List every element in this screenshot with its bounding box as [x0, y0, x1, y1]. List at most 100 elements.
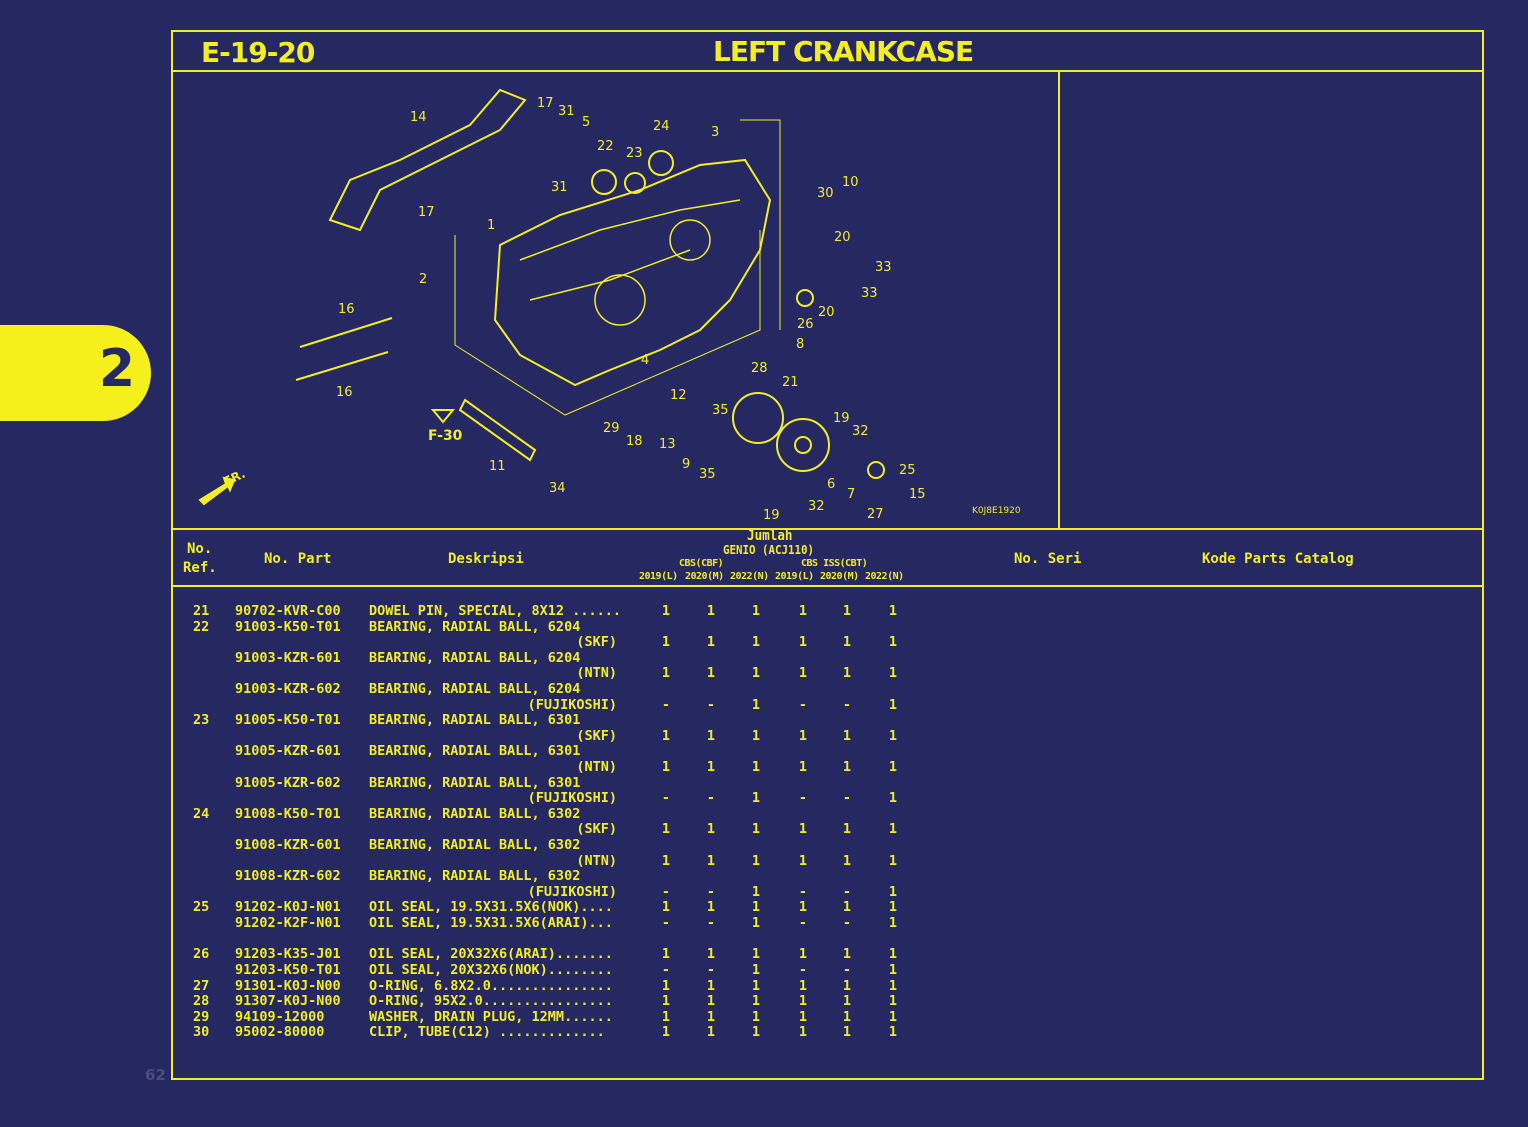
year-header: 2020(M) [685, 571, 724, 582]
part-number: 91203-K50-T01 [235, 962, 341, 979]
quantity: 1 [798, 899, 808, 916]
quantity-header: Jumlah [747, 528, 793, 544]
description: BEARING, RADIAL BALL, 6204 [369, 649, 581, 666]
page-number: 62 [145, 1066, 166, 1084]
quantity: 1 [798, 603, 808, 619]
quantity: 1 [751, 758, 761, 775]
quantity: - [798, 696, 808, 713]
quantity: 1 [751, 1008, 761, 1025]
divider [173, 528, 1482, 530]
quantity: - [661, 696, 671, 713]
quantity: 1 [888, 696, 898, 713]
quantity: 1 [798, 946, 808, 963]
catalog-header: Kode Parts Catalog [1202, 551, 1354, 567]
quantity: 1 [751, 883, 761, 900]
quantity: 1 [842, 634, 852, 651]
quantity: 1 [842, 946, 852, 963]
quantity: 1 [661, 946, 671, 963]
quantity: 1 [661, 821, 671, 838]
quantity: 1 [842, 993, 852, 1010]
part-number: 91307-K0J-N00 [235, 993, 341, 1010]
quantity: 1 [706, 852, 716, 869]
quantity: 1 [661, 852, 671, 869]
quantity: - [706, 883, 716, 900]
quantity: - [798, 790, 808, 807]
quantity: 1 [661, 758, 671, 775]
description: BEARING, RADIAL BALL, 6301 [369, 774, 581, 791]
year-header: 2022(N) [730, 571, 769, 582]
quantity: 1 [842, 665, 852, 682]
description-header: Deskripsi [448, 551, 524, 567]
part-number: 91301-K0J-N00 [235, 977, 341, 994]
quantity: 1 [751, 1024, 761, 1041]
quantity: 1 [888, 603, 898, 619]
quantity: 1 [706, 993, 716, 1010]
section-tab[interactable]: 2 [0, 325, 151, 421]
section-code: E-19-20 [201, 36, 315, 69]
description: OIL SEAL, 20X32X6(NOK)........ [369, 962, 613, 979]
quantity: 1 [751, 962, 761, 979]
model-header: GENIO (ACJ110) [723, 543, 815, 557]
divider [1058, 72, 1060, 530]
description-suffix: (FUJIKOSHI) [527, 696, 617, 713]
quantity: 1 [751, 914, 761, 931]
part-number: 91005-KZR-602 [235, 774, 341, 791]
quantity: 1 [751, 821, 761, 838]
part-number: 91003-K50-T01 [235, 618, 341, 635]
quantity: 1 [706, 946, 716, 963]
variant-header: CBS ISS(CBT) [801, 558, 868, 569]
quantity: 1 [661, 727, 671, 744]
ref-number: 21 [193, 603, 210, 619]
quantity: 1 [888, 977, 898, 994]
part-number: 91008-KZR-601 [235, 836, 341, 853]
parts-catalog-page: E-19-20 LEFT CRANKCASE No. Ref. No. Part… [171, 30, 1484, 1080]
quantity: 1 [888, 758, 898, 775]
quantity: 1 [706, 821, 716, 838]
quantity: 1 [842, 899, 852, 916]
variant-header: CBS(CBF) [679, 558, 724, 569]
part-number: 94109-12000 [235, 1008, 325, 1025]
quantity: 1 [798, 977, 808, 994]
quantity: 1 [842, 852, 852, 869]
ref-number: 26 [193, 946, 210, 963]
quantity: - [842, 962, 852, 979]
description-suffix: (SKF) [576, 821, 617, 838]
description: BEARING, RADIAL BALL, 6302 [369, 836, 581, 853]
part-number: 91202-K2F-N01 [235, 914, 341, 931]
quantity: - [842, 914, 852, 931]
quantity: 1 [842, 727, 852, 744]
quantity: 1 [798, 727, 808, 744]
quantity: 1 [888, 634, 898, 651]
part-header: No. Part [264, 551, 332, 567]
ref-number: 30 [193, 1024, 210, 1041]
quantity: 1 [706, 603, 716, 619]
quantity: 1 [888, 946, 898, 963]
quantity: 1 [842, 1024, 852, 1041]
description-suffix: (SKF) [576, 634, 617, 651]
quantity: 1 [888, 899, 898, 916]
quantity: 1 [706, 899, 716, 916]
quantity: - [798, 883, 808, 900]
quantity: 1 [706, 727, 716, 744]
quantity: 1 [661, 1024, 671, 1041]
ref-number: 24 [193, 805, 210, 822]
quantity: - [706, 914, 716, 931]
part-number: 91008-KZR-602 [235, 868, 341, 885]
quantity: 1 [751, 727, 761, 744]
quantity: 1 [706, 758, 716, 775]
quantity: 1 [751, 946, 761, 963]
part-number: 91008-K50-T01 [235, 805, 341, 822]
year-header: 2019(L) [775, 571, 814, 582]
description-suffix: (SKF) [576, 727, 617, 744]
quantity: 1 [661, 993, 671, 1010]
description-suffix: (FUJIKOSHI) [527, 790, 617, 807]
description: OIL SEAL, 19.5X31.5X6(ARAI)... [369, 914, 613, 931]
description: BEARING, RADIAL BALL, 6301 [369, 743, 581, 760]
quantity: 1 [661, 1008, 671, 1025]
year-header: 2022(N) [865, 571, 904, 582]
description-suffix: (FUJIKOSHI) [527, 883, 617, 900]
part-number: 90702-KVR-C00 [235, 603, 341, 619]
quantity: 1 [751, 977, 761, 994]
page-title: LEFT CRANKCASE [713, 35, 974, 68]
quantity: 1 [798, 634, 808, 651]
